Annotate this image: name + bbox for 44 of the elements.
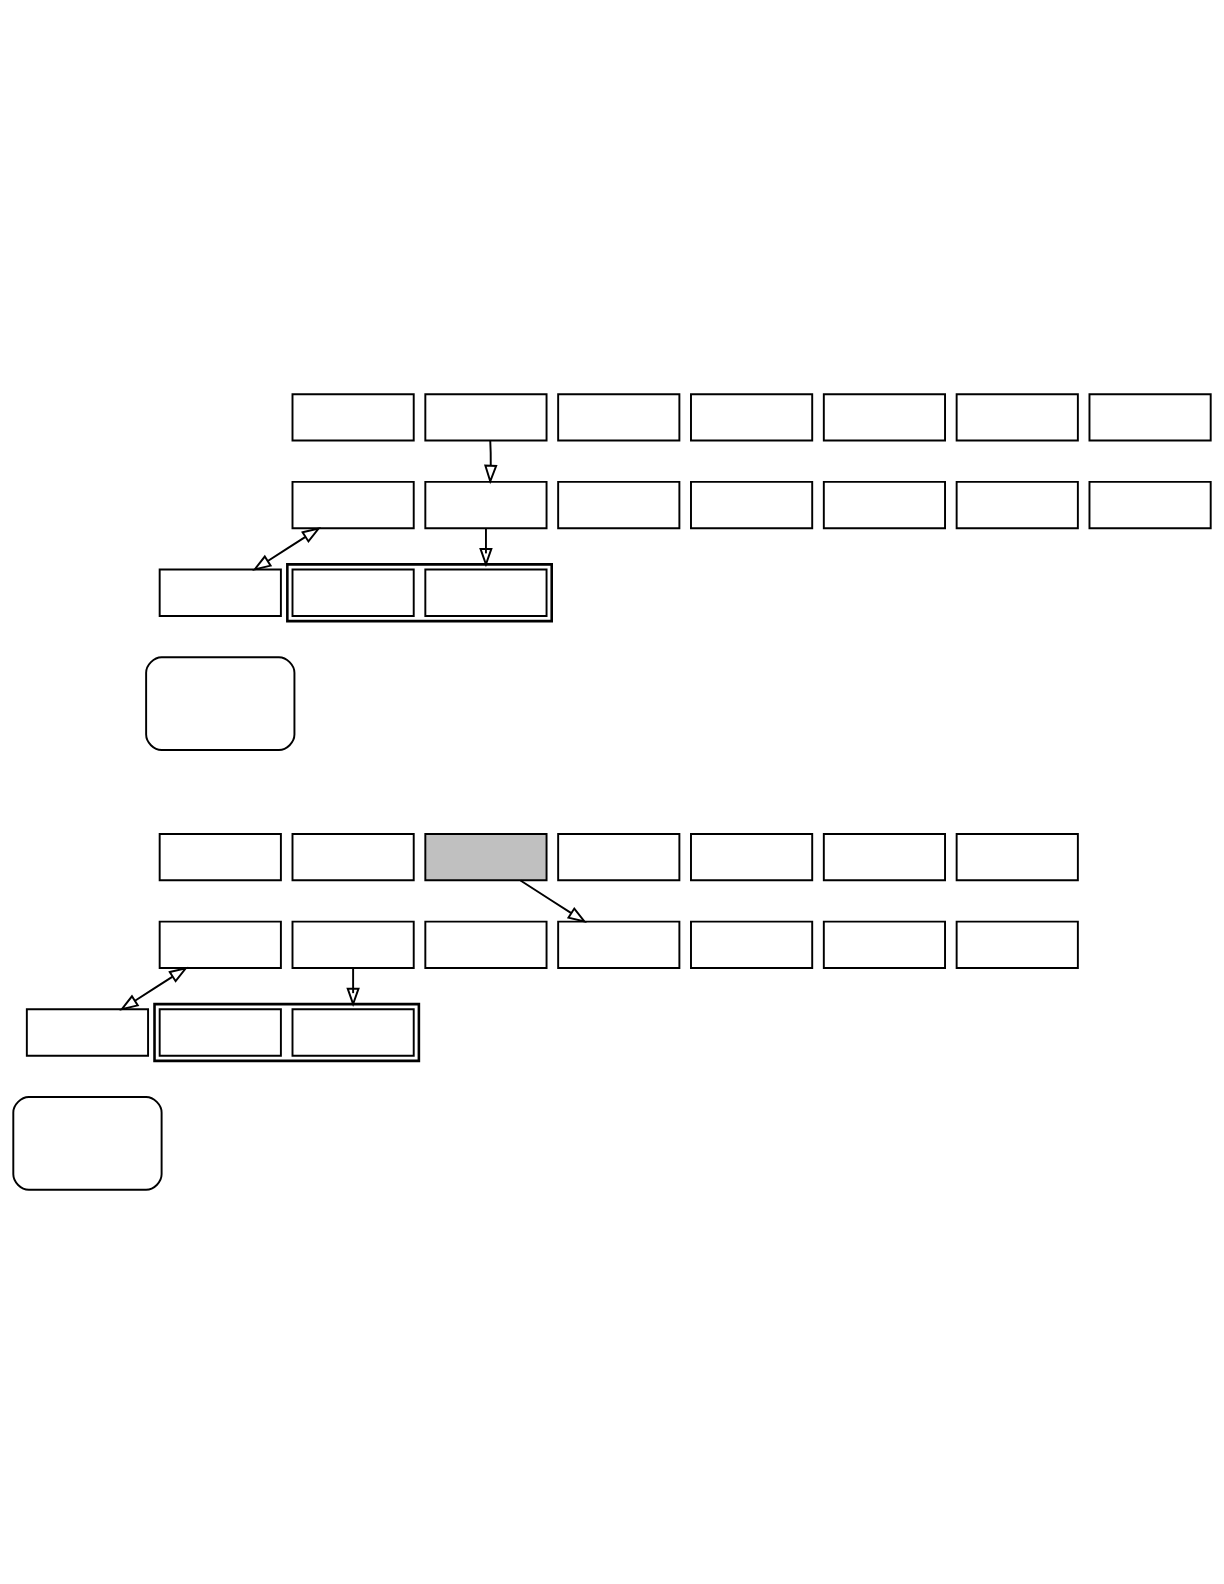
node-box <box>424 832 548 882</box>
node-box <box>424 568 548 617</box>
node-box <box>291 920 415 969</box>
node-box <box>291 1008 415 1057</box>
arrow <box>519 879 587 924</box>
node-box <box>690 920 814 969</box>
arrow <box>119 966 189 1011</box>
node-box <box>424 480 548 530</box>
node-box <box>955 832 1079 882</box>
arrow <box>484 440 498 485</box>
node-box <box>25 1008 150 1057</box>
node-callout <box>12 1096 163 1191</box>
node-box <box>690 480 814 530</box>
node-box <box>557 832 681 882</box>
node-box <box>158 568 282 617</box>
node-box <box>291 568 415 617</box>
node-box <box>557 480 681 530</box>
node-box <box>424 393 548 442</box>
node-box <box>557 393 681 442</box>
node-box <box>822 480 946 530</box>
node-box <box>424 920 548 969</box>
node-box <box>158 920 282 969</box>
node-box <box>1088 393 1212 442</box>
arrow <box>252 526 322 571</box>
node-box <box>158 1008 282 1057</box>
node-box <box>690 832 814 882</box>
node-box <box>955 920 1079 969</box>
node-callout <box>145 656 296 752</box>
node-box <box>955 480 1079 530</box>
node-box <box>291 480 415 530</box>
cluster <box>286 563 553 623</box>
node-box <box>822 920 946 969</box>
node-box <box>822 832 946 882</box>
node-box <box>158 832 282 882</box>
node-box <box>955 393 1079 442</box>
node-box <box>291 393 415 442</box>
node-box <box>557 920 681 969</box>
node-box <box>291 832 415 882</box>
node-box <box>1088 480 1212 530</box>
cluster <box>153 1002 421 1063</box>
arrow <box>479 527 493 568</box>
arrow <box>346 967 360 1008</box>
node-box <box>822 393 946 442</box>
node-box <box>690 393 814 442</box>
